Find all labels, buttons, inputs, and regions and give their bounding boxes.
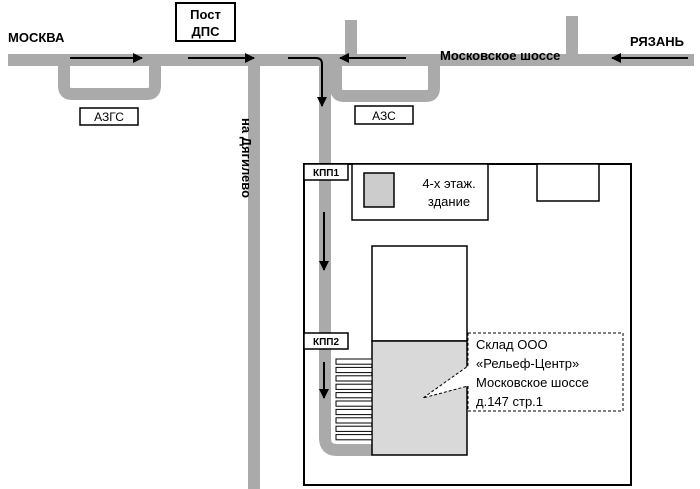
side-road-dyagilevo xyxy=(248,60,260,489)
callout-line1: Склад ООО xyxy=(476,337,548,352)
checkpoint-2: КПП2 xyxy=(303,332,349,350)
police-post-line1: Пост xyxy=(190,7,221,22)
warehouse-callout: Склад ООО «Рельеф-Центр» Московское шосс… xyxy=(422,332,624,412)
loading-dock-bay xyxy=(335,408,373,416)
warehouse xyxy=(371,245,468,456)
azs-label: АЗС xyxy=(372,109,396,123)
callout-line4: д.147 стр.1 xyxy=(476,394,543,409)
city-ryazan-label: РЯЗАНЬ xyxy=(630,34,684,49)
callout-line3: Московское шоссе xyxy=(476,375,589,390)
loading-dock-bay xyxy=(335,417,373,424)
azgs-label: АЗГС xyxy=(94,110,124,124)
access-road xyxy=(319,60,372,456)
azgs-loop-road xyxy=(58,60,161,100)
warehouse-upper xyxy=(371,245,468,342)
arrow-icon xyxy=(288,57,327,107)
checkpoint-1-label: КПП1 xyxy=(313,168,339,179)
spur-top-1 xyxy=(345,20,357,60)
loading-dock-bay xyxy=(335,400,373,407)
checkpoint-2-label: КПП2 xyxy=(313,337,339,348)
building-label-line2: здание xyxy=(428,194,470,209)
callout-line2: «Рельеф-Центр» xyxy=(476,356,579,371)
spur-top-2 xyxy=(566,16,578,60)
loading-dock-bay xyxy=(335,434,373,441)
roads xyxy=(8,16,694,489)
azs-loop-road xyxy=(330,60,440,102)
city-moscow-label: МОСКВА xyxy=(8,30,65,45)
loading-dock-bay xyxy=(335,375,373,382)
building-block xyxy=(363,172,395,208)
loading-dock-bay xyxy=(335,383,373,390)
outbuilding xyxy=(536,163,600,202)
azgs-label-box: АЗГС xyxy=(79,107,139,126)
loading-dock-bay xyxy=(335,358,373,365)
traffic-arrows xyxy=(70,53,688,399)
office-building: 4-х этаж. здание xyxy=(351,163,489,221)
building-label-line1: 4-х этаж. xyxy=(422,176,475,191)
azs-label-box: АЗС xyxy=(354,105,414,125)
loading-dock-icon xyxy=(335,358,373,441)
police-post-line2: ДПС xyxy=(192,24,221,39)
police-post: Пост ДПС xyxy=(175,2,236,42)
highway-label: Московское шоссе xyxy=(440,48,560,63)
warehouse-tenant-area xyxy=(371,340,468,456)
loading-dock-bay xyxy=(335,366,373,374)
side-road-label: на Дягилево xyxy=(239,118,254,198)
loading-dock-bay xyxy=(335,392,373,399)
loading-dock-bay xyxy=(335,425,373,432)
checkpoint-1: КПП1 xyxy=(303,163,349,181)
